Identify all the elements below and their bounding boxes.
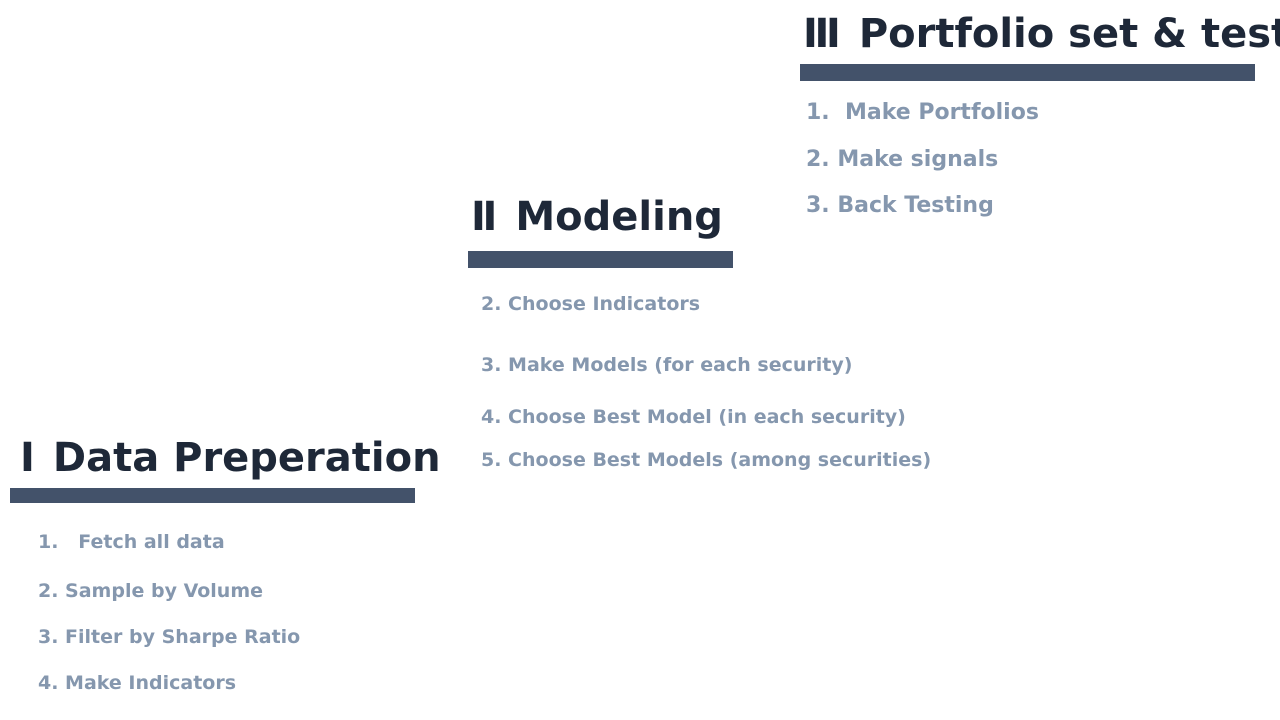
step-make-indicators: 4. Make Indicators — [38, 672, 237, 694]
section-portfolio-underline-bar — [800, 64, 1255, 81]
step-fetch-all-data: 1. Fetch all data — [38, 531, 225, 553]
step-filter-by-sharpe-ratio: 3. Filter by Sharpe Ratio — [38, 626, 301, 648]
section-numeral: Ⅰ — [20, 435, 35, 481]
step-make-signals: 2. Make signals — [806, 147, 999, 172]
step-sample-by-volume: 2. Sample by Volume — [38, 580, 264, 602]
section-data-preperation-title: Ⅰ Data Preperation — [20, 434, 441, 482]
section-title-text: Modeling — [515, 194, 723, 240]
step-make-portfolios: 1. Make Portfolios — [806, 100, 1039, 125]
section-title-text: Data Preperation — [52, 435, 441, 481]
section-modeling-title: Ⅱ Modeling — [471, 193, 723, 241]
section-numeral: Ⅱ — [471, 194, 498, 240]
section-title-text: Portfolio set & test — [858, 11, 1280, 57]
section-numeral: Ⅲ — [803, 11, 841, 57]
step-back-testing: 3. Back Testing — [806, 193, 994, 218]
section-data-preperation-underline-bar — [10, 488, 415, 503]
section-portfolio-title: Ⅲ Portfolio set & test — [803, 10, 1280, 58]
section-modeling-underline-bar — [468, 251, 733, 268]
step-choose-best-models: 5. Choose Best Models (among securities) — [481, 449, 932, 471]
step-choose-best-model: 4. Choose Best Model (in each security) — [481, 406, 906, 428]
step-choose-indicators: 2. Choose Indicators — [481, 293, 701, 315]
step-make-models: 3. Make Models (for each security) — [481, 354, 853, 376]
